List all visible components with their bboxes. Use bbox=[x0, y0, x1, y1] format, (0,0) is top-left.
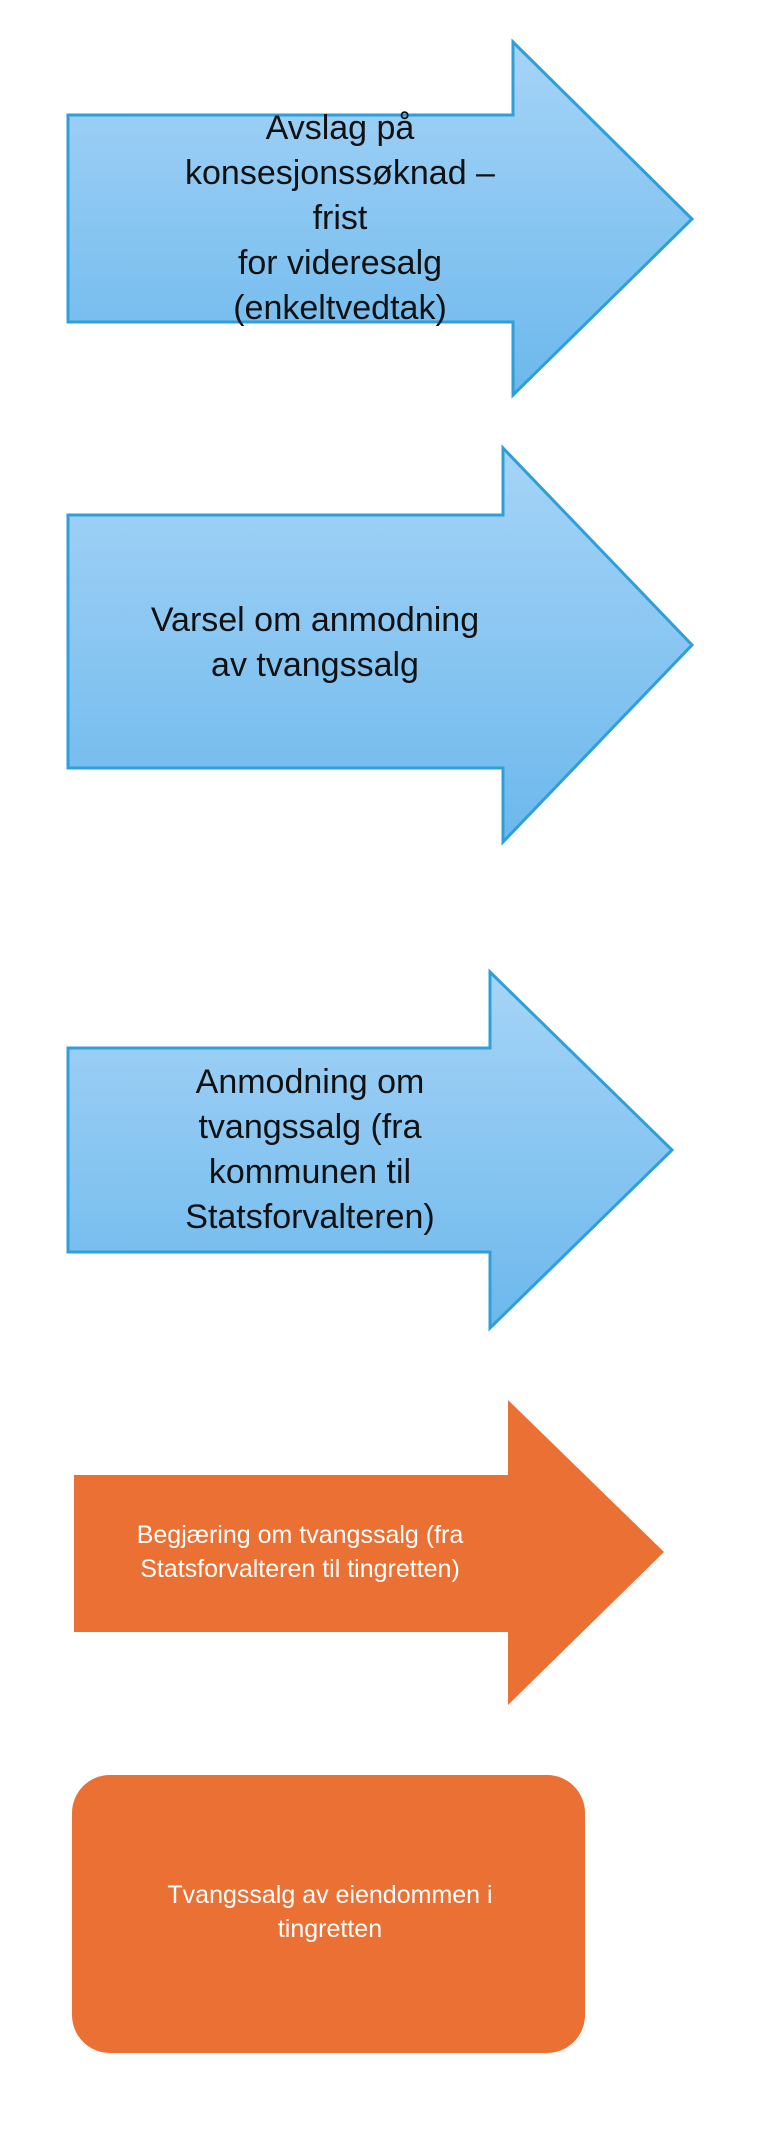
step-3-label: Anmodning om tvangssalg (fra kommunen ti… bbox=[185, 1063, 435, 1236]
step-5-label: Tvangssalg av eiendommen i tingretten bbox=[167, 1881, 493, 1943]
step-4-arrow bbox=[74, 1400, 664, 1705]
step-2-label: Varsel om anmodning av tvangssalg bbox=[150, 600, 480, 684]
step-1-label: Avslag på konsesjonssøknad – frist for v… bbox=[185, 109, 495, 327]
step-3-arrow bbox=[66, 968, 675, 1332]
step-4-label: Begjæring om tvangssalg (fra Statsforval… bbox=[136, 1521, 464, 1583]
step-5-box bbox=[72, 1775, 585, 2053]
step-1-arrow bbox=[66, 38, 695, 399]
step-2-arrow bbox=[66, 444, 695, 846]
